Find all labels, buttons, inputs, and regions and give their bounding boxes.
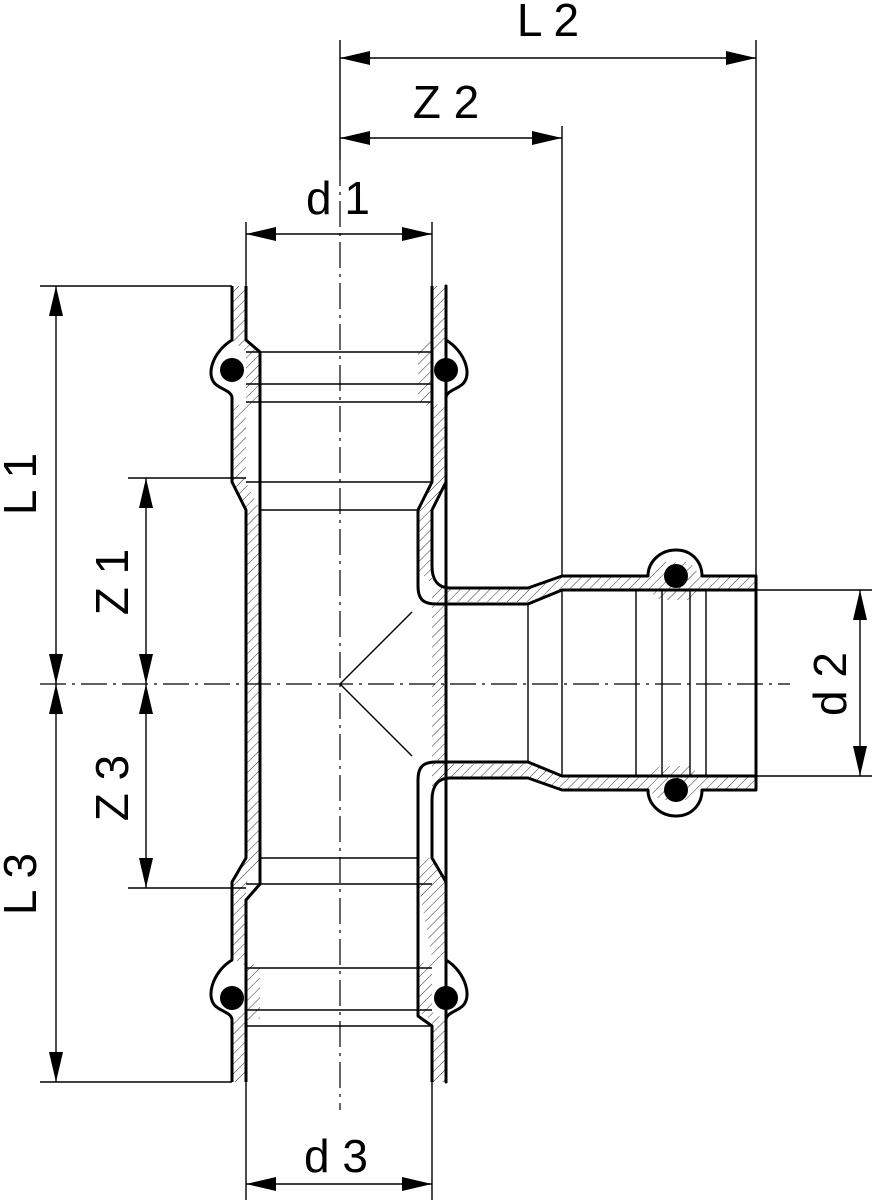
extension-lines: [40, 40, 872, 1200]
o-ring-top-left: [220, 358, 244, 382]
label-Z2: Z 2: [413, 76, 479, 128]
label-d2: d 2: [804, 652, 856, 716]
dimension-lines: [49, 51, 867, 1191]
o-ring-branch-top: [664, 564, 688, 588]
dimension-labels: L 2 Z 2 d 1 d 3 L 1 L 3 Z 1 Z 3 d 2: [0, 0, 856, 1182]
label-Z3: Z 3: [86, 755, 138, 821]
label-Z1: Z 1: [86, 549, 138, 615]
branch-wall-hatch-bottom: [432, 764, 756, 800]
label-L3: L 3: [0, 853, 46, 915]
label-L1: L 1: [0, 453, 46, 515]
o-ring-branch-bottom: [664, 778, 688, 802]
o-ring-bottom-right: [434, 986, 458, 1010]
o-ring-bottom-left: [220, 986, 244, 1010]
branch-wall-hatch: [432, 562, 756, 602]
label-d1: d 1: [306, 172, 370, 224]
branch-junction-line-2: [339, 683, 413, 757]
center-lines: [40, 160, 790, 1110]
label-d3: d 3: [304, 1130, 368, 1182]
branch-junction-line-1: [339, 611, 413, 685]
o-ring-top-right: [434, 358, 458, 382]
label-L2: L 2: [517, 0, 579, 46]
